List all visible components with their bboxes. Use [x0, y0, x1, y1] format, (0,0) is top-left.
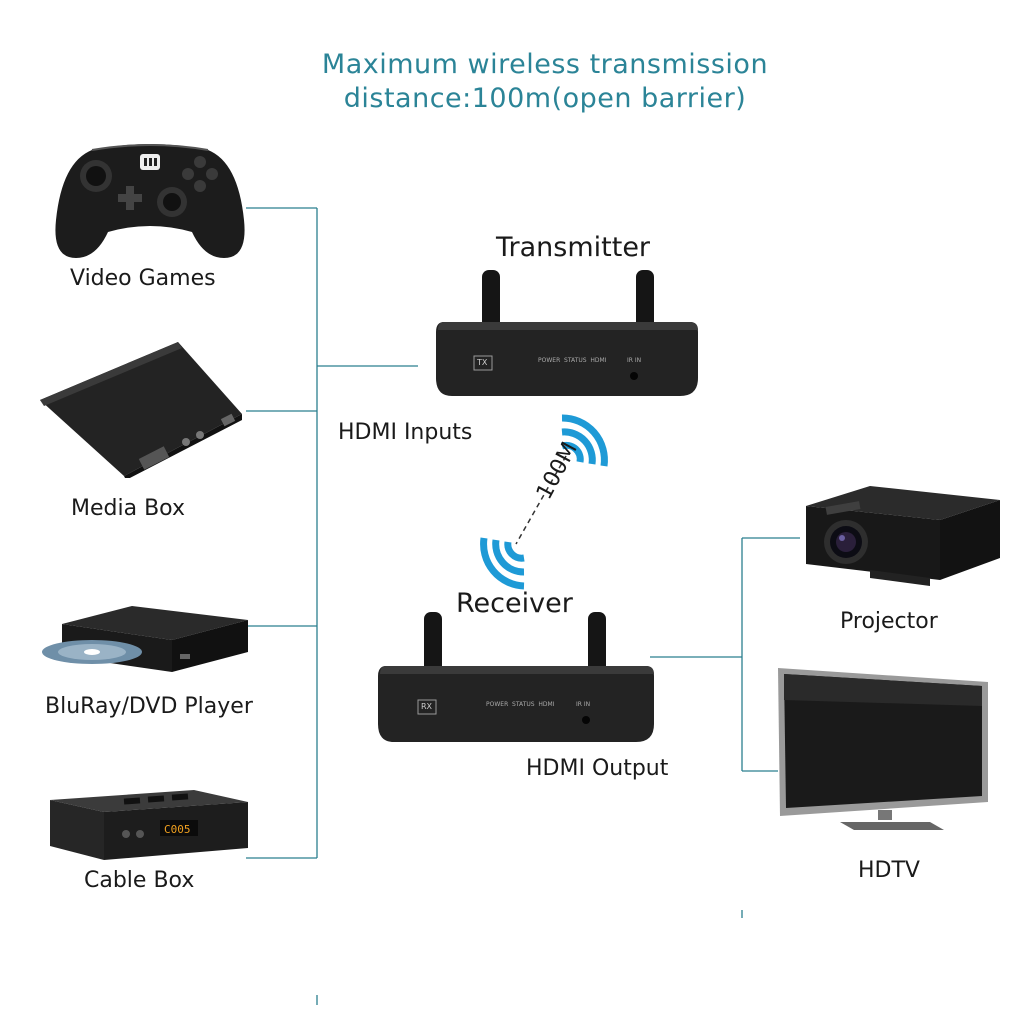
receiver-badge: RX	[421, 702, 433, 711]
receiver-device-icon	[378, 612, 654, 742]
source-label-bluray-dvd-player: BluRay/DVD Player	[45, 694, 253, 719]
projector-icon	[806, 486, 1000, 586]
hdmi-output-label: HDMI Output	[526, 756, 669, 781]
media-box-icon	[40, 342, 242, 478]
transmitter-device-icon	[436, 270, 698, 396]
transmitter-badge: TX	[477, 358, 488, 367]
receiver-ir-label: IR IN	[576, 701, 591, 708]
source-label-video-games: Video Games	[70, 266, 216, 291]
hdmi-inputs-label: HDMI Inputs	[338, 420, 473, 445]
cable-box-icon: C005	[50, 790, 248, 860]
source-label-media-box: Media Box	[71, 496, 185, 521]
gamepad-icon	[55, 144, 245, 258]
receiver-label: Receiver	[456, 588, 573, 619]
wifi-signal-icon	[480, 537, 525, 590]
svg-text:C005: C005	[164, 823, 191, 836]
title-line-1: Maximum wireless transmission	[321, 49, 769, 80]
wireless-link	[480, 414, 608, 590]
transmitter-label: Transmitter	[496, 232, 651, 263]
source-label-cable-box: Cable Box	[84, 868, 195, 893]
display-label-hdtv: HDTV	[858, 858, 920, 883]
diagram-title: Maximum wireless transmission distance:1…	[0, 48, 1024, 116]
display-label-projector: Projector	[840, 609, 938, 634]
wifi-signal-icon	[560, 414, 608, 467]
title-line-2: distance:100m(open barrier)	[343, 83, 747, 114]
transmitter-ir-label: IR IN	[627, 357, 642, 364]
hdtv-icon	[778, 668, 988, 830]
bluray-player-icon	[42, 606, 248, 672]
transmitter-indicators: POWER STATUS HDMI	[538, 357, 607, 364]
receiver-indicators: POWER STATUS HDMI	[486, 701, 555, 708]
